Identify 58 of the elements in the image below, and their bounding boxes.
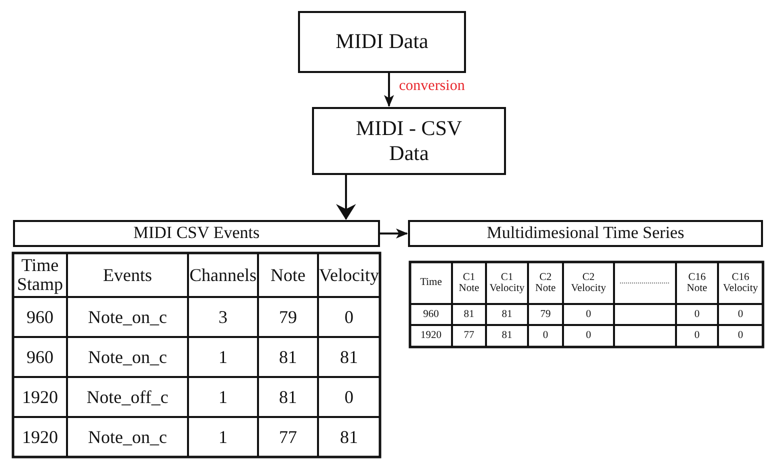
arrow <box>336 175 356 220</box>
table-value: Note_on_c <box>87 306 168 329</box>
column-header: Channels <box>189 264 257 287</box>
table-value: 81 <box>339 346 359 369</box>
table-value: 0 <box>736 329 744 344</box>
table-value: 0 <box>693 329 701 344</box>
table-value: 1920 <box>420 329 442 344</box>
table-value: Note_on_c <box>87 426 168 449</box>
table-value: 0 <box>584 329 592 344</box>
column-header: C2 Velocity <box>570 270 607 296</box>
edge-label: conversion <box>399 79 465 95</box>
table-value: 81 <box>462 308 476 322</box>
process-box <box>298 11 466 73</box>
table-value: 0 <box>344 386 354 409</box>
table-value: 960 <box>422 308 440 322</box>
table-value: 81 <box>500 329 514 344</box>
process-box <box>408 220 763 247</box>
table-value: 3 <box>218 306 228 329</box>
column-header: Velocity <box>319 264 379 287</box>
column-header: Time Stamp <box>16 254 64 296</box>
table-value: 79 <box>278 306 298 329</box>
column-header: C16 Velocity <box>722 270 759 296</box>
column-header: C1 Note <box>458 270 480 296</box>
table-value: Note_on_c <box>87 346 168 369</box>
table-value: 1920 <box>21 386 59 409</box>
box-label: Multidimesional Time Series <box>486 223 684 244</box>
table-value: 0 <box>584 308 592 322</box>
column-header: C1 Velocity <box>488 270 526 296</box>
table-value: 1 <box>218 426 228 449</box>
process-box <box>312 107 506 175</box>
table-value: 79 <box>539 308 552 322</box>
table-value: 81 <box>278 386 298 409</box>
box-label: MIDI Data <box>336 29 428 55</box>
process-box <box>13 220 380 247</box>
table-value: 81 <box>500 308 514 322</box>
arrow <box>384 73 394 107</box>
table-value: 1 <box>218 346 228 369</box>
table-value: 77 <box>278 426 298 449</box>
table-value: Note_off_c <box>86 386 170 409</box>
column-header: C2 Note <box>534 270 557 296</box>
table-value: 0 <box>542 329 550 344</box>
table-value: 81 <box>339 426 359 449</box>
arrow <box>380 228 408 238</box>
table-value: 0 <box>693 308 701 322</box>
table-value: 1 <box>218 386 228 409</box>
table-value: 960 <box>26 346 54 369</box>
table-value: 0 <box>344 306 354 329</box>
column-header: C16 Note <box>686 270 708 296</box>
column-header: Time <box>419 276 443 290</box>
table-value: 0 <box>736 308 744 322</box>
table-value: 77 <box>462 329 476 344</box>
table-value: 81 <box>278 346 298 369</box>
table-value: 1920 <box>21 426 59 449</box>
table-value: 960 <box>26 306 54 329</box>
box-label: MIDI CSV Events <box>133 223 260 244</box>
box-label: MIDI - CSV Data <box>354 116 464 166</box>
column-header: Events <box>102 264 153 287</box>
column-header: Note <box>270 264 306 287</box>
